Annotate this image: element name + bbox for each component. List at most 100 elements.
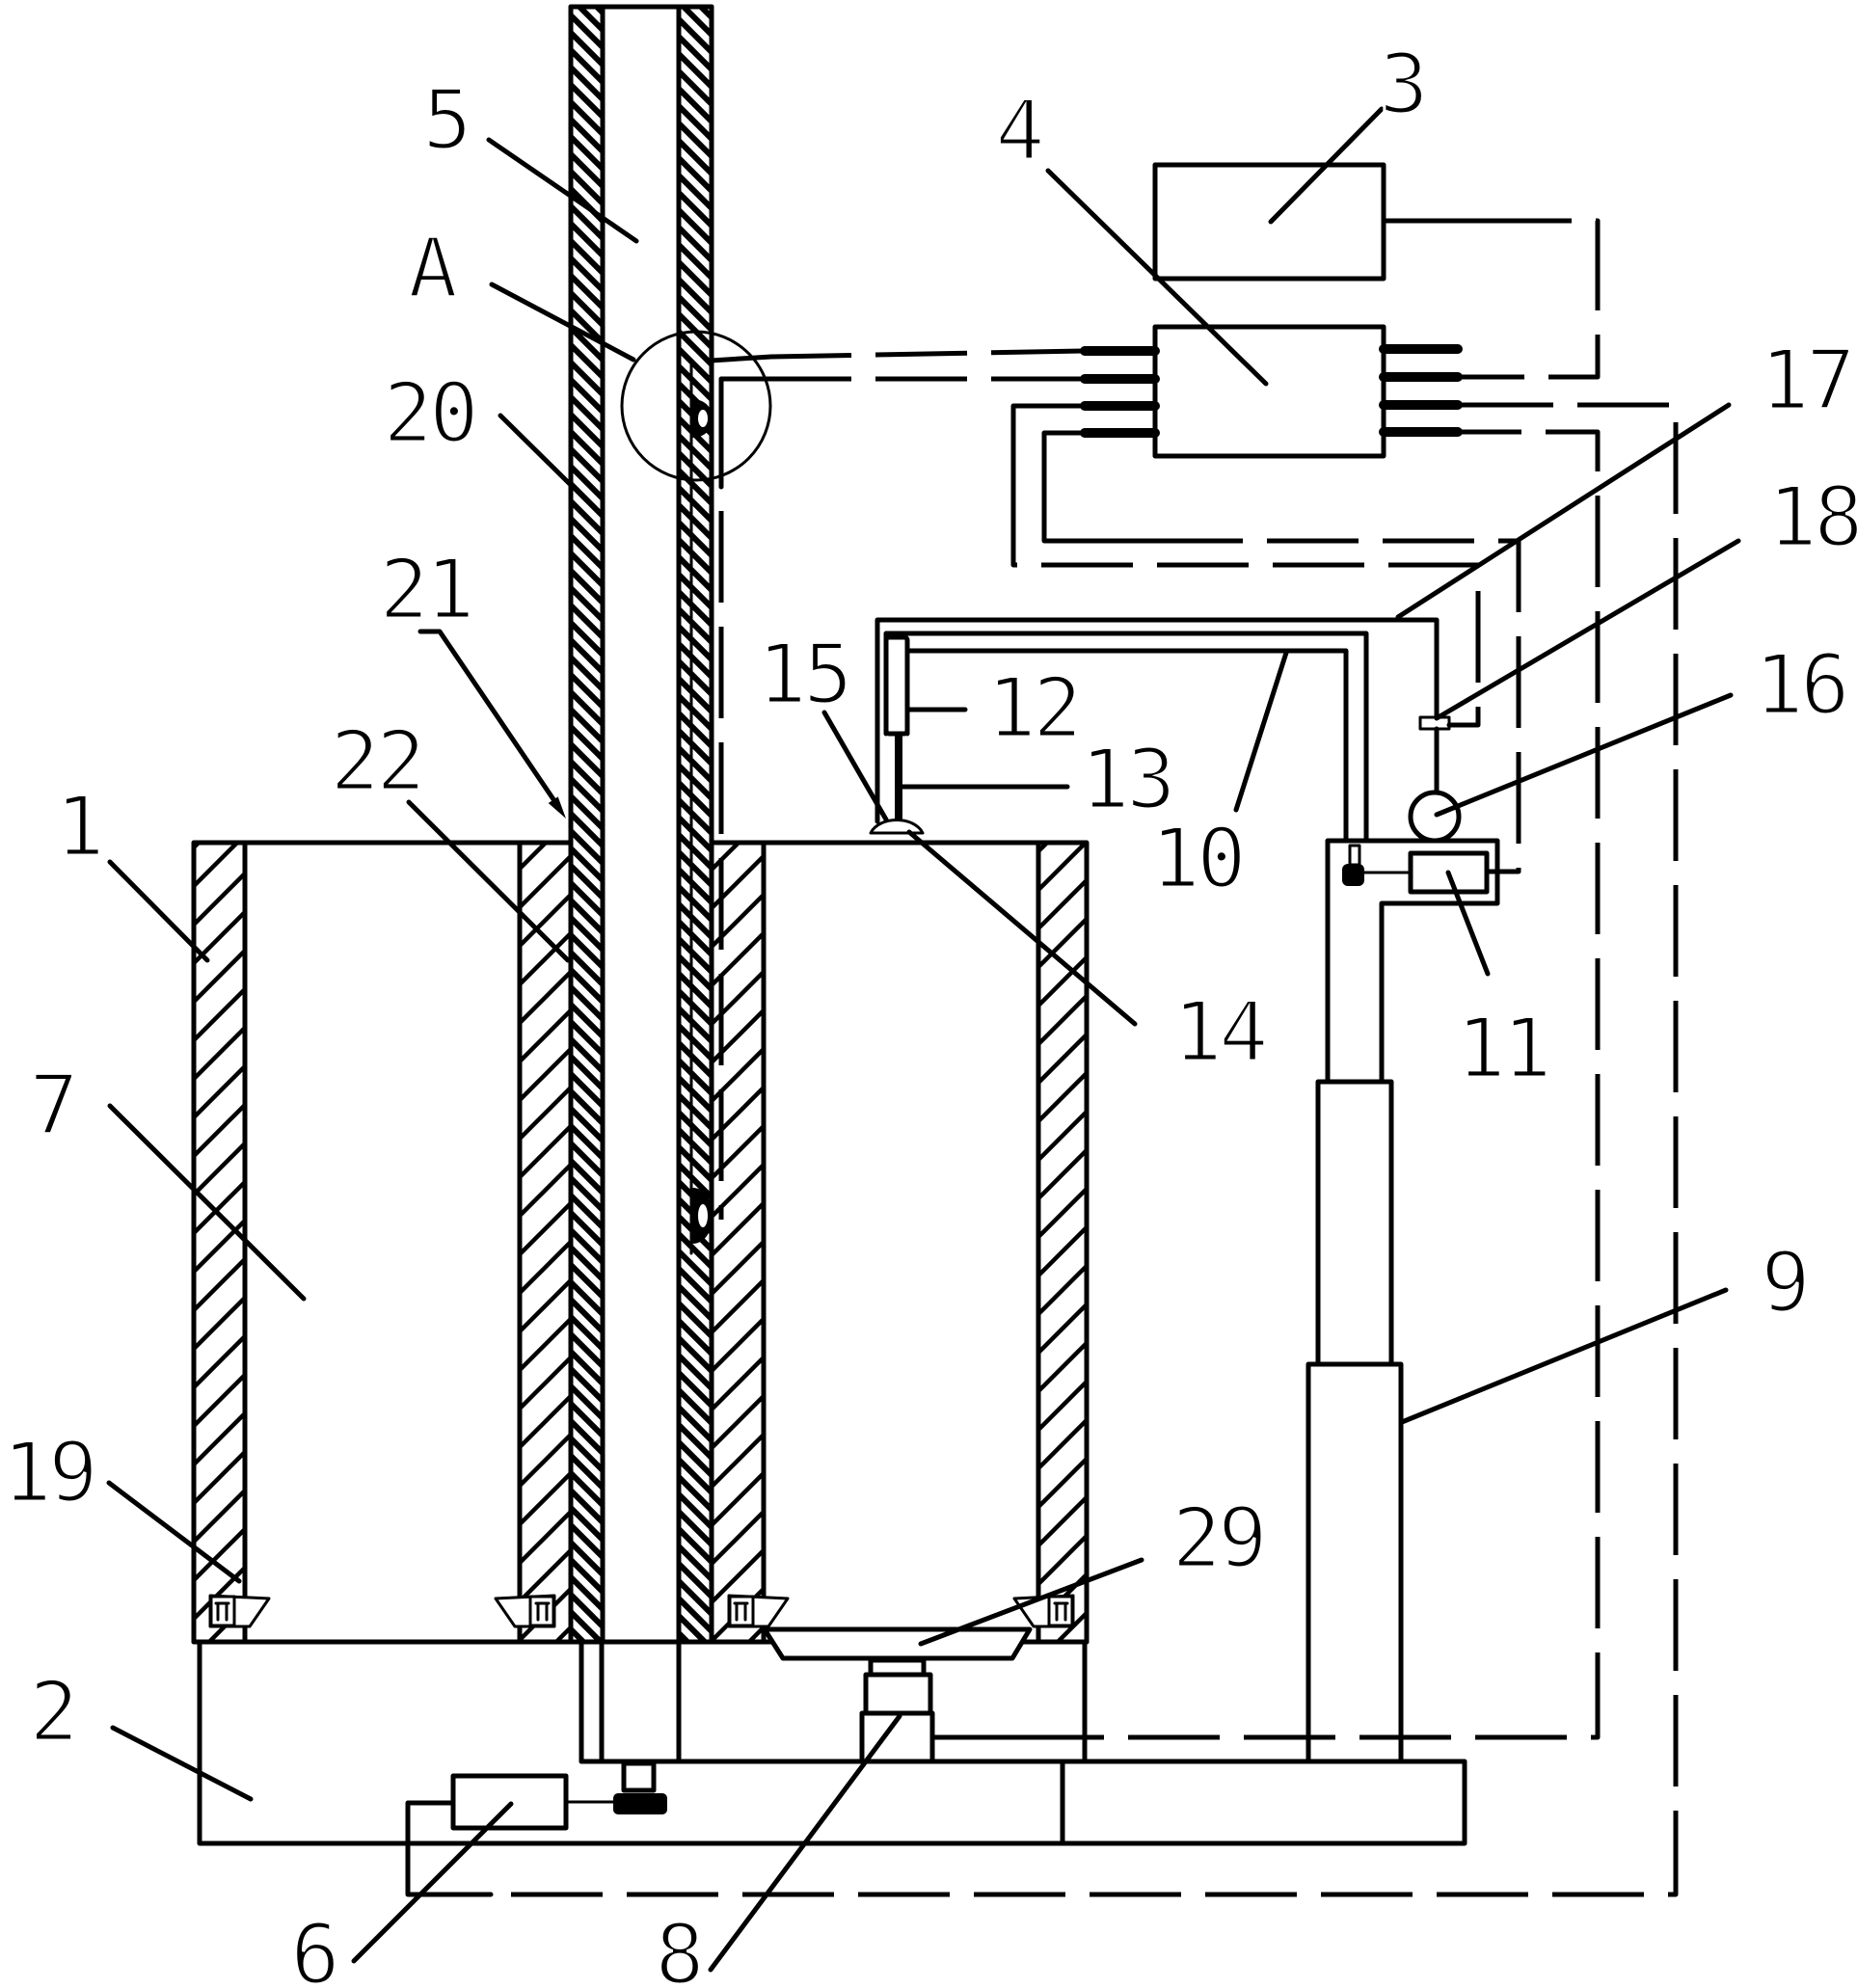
ref-label-1: 1 bbox=[55, 779, 101, 875]
leader-18 bbox=[1434, 538, 1741, 721]
upper-sensor-window bbox=[698, 410, 708, 427]
lower-sensor-window bbox=[698, 1204, 708, 1227]
ref-label-5: 5 bbox=[422, 72, 469, 169]
seal-bearing bbox=[728, 1595, 755, 1627]
leader-lines bbox=[106, 106, 1741, 1973]
leader-a bbox=[489, 282, 636, 363]
box-4-terminals bbox=[1080, 344, 1463, 438]
seal-bearing-mark bbox=[733, 1601, 749, 1622]
arm-assembly bbox=[869, 617, 1462, 844]
leader-22 bbox=[406, 799, 571, 963]
ref-label-14: 14 bbox=[1172, 984, 1265, 1081]
seal-bearing bbox=[528, 1595, 555, 1627]
leader-7 bbox=[107, 1103, 307, 1302]
seal bbox=[727, 1594, 790, 1628]
leader-29 bbox=[918, 1557, 1144, 1647]
seal bbox=[208, 1594, 271, 1628]
ref-label-8: 8 bbox=[655, 1907, 701, 1988]
leader-2 bbox=[110, 1725, 254, 1802]
tray-29 bbox=[762, 1626, 1033, 1661]
ref-label-18: 18 bbox=[1767, 470, 1857, 566]
tube-right-wall bbox=[676, 4, 714, 1645]
leader-3 bbox=[1268, 106, 1385, 225]
ref-label-4: 4 bbox=[995, 83, 1041, 179]
wire-6-dashed bbox=[511, 402, 1679, 1897]
tube-left-wall bbox=[568, 4, 606, 1645]
arm-17 bbox=[875, 617, 1440, 824]
leader-10 bbox=[1233, 650, 1289, 813]
ref-label-9: 9 bbox=[1761, 1235, 1807, 1331]
leader-5 bbox=[486, 137, 639, 244]
ref-label-17: 17 bbox=[1760, 333, 1852, 429]
tube-drive bbox=[450, 1760, 667, 1831]
ref-label-20: 20 bbox=[383, 365, 475, 462]
wire-box3-dashed bbox=[1460, 218, 1601, 380]
leader-17 bbox=[1395, 402, 1732, 620]
component-8-upper bbox=[863, 1672, 933, 1716]
ref-label-12: 12 bbox=[986, 660, 1079, 757]
container-outer-left-wall bbox=[191, 840, 248, 1645]
container-inner-right-wall bbox=[709, 840, 767, 1645]
leader-20 bbox=[498, 413, 575, 489]
ref-label-7: 7 bbox=[29, 1058, 75, 1154]
ref-label-3: 3 bbox=[1379, 37, 1425, 133]
tube-shaft bbox=[621, 1760, 657, 1793]
ref-label-15: 15 bbox=[757, 627, 849, 723]
coupling-bolt bbox=[613, 1793, 667, 1814]
leader-6 bbox=[351, 1801, 514, 1964]
seal-bearing-mark bbox=[1053, 1601, 1069, 1622]
ref-label-13: 13 bbox=[1080, 732, 1172, 828]
leader-14 bbox=[906, 829, 1138, 1027]
ref-label-19: 19 bbox=[2, 1425, 94, 1521]
detail-circle-a bbox=[620, 330, 772, 482]
column-bottom-section bbox=[1305, 1361, 1404, 1764]
wire-8-dashed bbox=[1012, 429, 1601, 1740]
wire-upper-sensor-dashed bbox=[770, 348, 1084, 360]
seal-bearing-mark bbox=[214, 1601, 230, 1622]
base bbox=[197, 1639, 1467, 1846]
leader-19 bbox=[106, 1480, 242, 1584]
ref-label-16: 16 bbox=[1754, 637, 1846, 734]
component-16 bbox=[1408, 790, 1462, 844]
leader-11 bbox=[1445, 870, 1491, 977]
seal bbox=[1012, 1594, 1075, 1628]
container bbox=[191, 840, 1090, 1645]
column-middle-section bbox=[1315, 1079, 1394, 1367]
ref-label-a: A bbox=[408, 221, 457, 317]
base-outline bbox=[197, 1639, 1467, 1846]
wire-6-solid bbox=[405, 1800, 494, 1897]
container-inner-left-wall bbox=[517, 840, 574, 1645]
central-tube bbox=[568, 4, 714, 1645]
seal-bearing-mark bbox=[534, 1601, 551, 1622]
seal bbox=[494, 1594, 556, 1628]
box-4 bbox=[1152, 324, 1386, 459]
ref-label-10: 10 bbox=[1150, 811, 1243, 907]
component-8 bbox=[859, 1657, 935, 1764]
ref-label-11: 11 bbox=[1456, 1001, 1548, 1097]
seal-bearing bbox=[209, 1595, 236, 1627]
reference-labels: 3 4 5 A 20 21 22 1 7 19 2 6 8 29 9 11 14… bbox=[1, 36, 1857, 1988]
wire-18-solid-a bbox=[1010, 403, 1086, 480]
seal-bearing bbox=[1047, 1595, 1074, 1627]
upper-sensor bbox=[692, 399, 713, 438]
arm-pivot-pin bbox=[1348, 844, 1361, 867]
ref-label-21: 21 bbox=[379, 542, 471, 638]
wire-upper-sensor-solid bbox=[708, 354, 774, 363]
rod-13 bbox=[895, 734, 902, 819]
cylinder-12 bbox=[883, 634, 910, 737]
wire-lower-sensor-solid bbox=[718, 376, 774, 490]
leader-4 bbox=[1045, 168, 1269, 387]
telescopic-column bbox=[1305, 838, 1500, 1764]
lower-sensor bbox=[692, 1188, 713, 1244]
arm-pivot-nut bbox=[1342, 864, 1364, 886]
wire-18-dashed bbox=[1010, 477, 1481, 725]
wire-11-solid-a bbox=[1041, 430, 1154, 544]
wiring bbox=[405, 218, 1679, 1897]
leader-21 bbox=[417, 629, 560, 808]
ref-label-22: 22 bbox=[330, 713, 422, 810]
ref-label-6: 6 bbox=[290, 1907, 336, 1988]
leader-9 bbox=[1399, 1287, 1729, 1425]
leader-21-arrowhead bbox=[548, 796, 566, 819]
leader-15 bbox=[821, 710, 889, 822]
